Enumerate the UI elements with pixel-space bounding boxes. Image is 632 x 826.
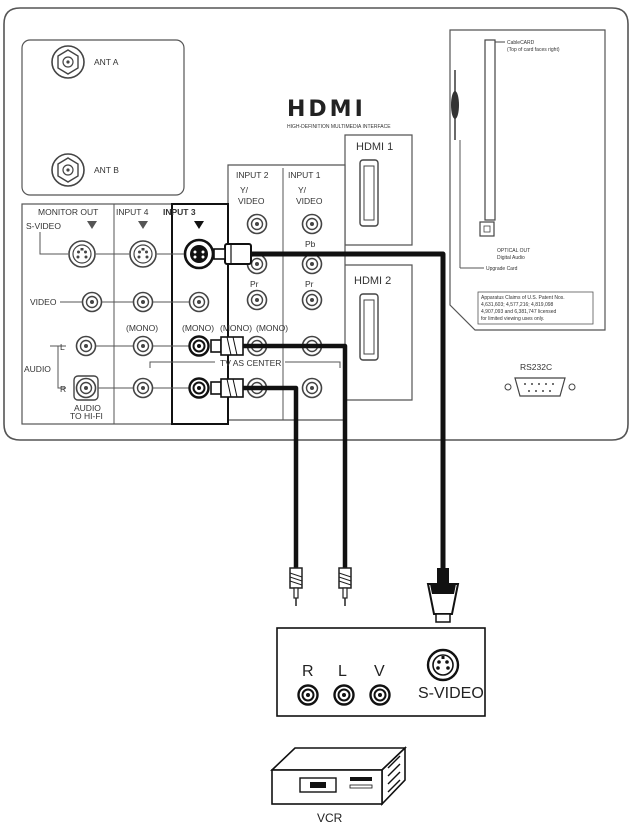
audio-l-cable	[210, 336, 348, 568]
audio-to-hifi-label-1: AUDIO	[74, 403, 101, 413]
vcr-device	[270, 746, 407, 806]
ant-a-connector	[51, 45, 85, 79]
arrows	[87, 221, 204, 229]
input-3-video-jack	[188, 291, 210, 313]
vcr-svideo-jack	[426, 648, 460, 682]
hdmi-2-label: HDMI 2	[354, 275, 391, 287]
svg-text:(MONO): (MONO)	[182, 323, 214, 333]
monitor-out-audio-l-jack	[75, 335, 97, 357]
audio-row-label: AUDIO	[24, 364, 51, 374]
upgrade-card-label: Upgrade Card	[486, 266, 518, 272]
svg-text:HDMI: HDMI	[287, 97, 366, 122]
ant-a-label: ANT A	[94, 57, 119, 67]
input-4-audio-r-jack	[132, 377, 154, 399]
cablecard-slot	[484, 39, 496, 221]
optical-out-sublabel: Digital Audio	[497, 255, 525, 261]
video-row-label: VIDEO	[30, 297, 57, 307]
cablecard-area	[449, 29, 606, 331]
svg-text:Pr: Pr	[305, 279, 314, 289]
hdmi-1-label: HDMI 1	[356, 141, 393, 153]
svg-text:Y/: Y/	[240, 185, 249, 195]
input-2-label: INPUT 2	[236, 170, 269, 180]
input-1-label: INPUT 1	[288, 170, 321, 180]
input-2-pr-jack	[246, 289, 268, 311]
ant-b-label: ANT B	[94, 165, 119, 175]
svg-text:for limited viewing uses only.: for limited viewing uses only.	[481, 316, 544, 322]
vcr-v-label: V	[374, 663, 385, 680]
tv-as-center-label: TV AS CENTER	[220, 358, 281, 368]
svg-text:HIGH-DEFINITION MULTIMEDIA INT: HIGH-DEFINITION MULTIMEDIA INTERFACE	[287, 124, 391, 130]
s-video-row-label: S-VIDEO	[26, 221, 61, 231]
svideo-cable	[213, 243, 460, 623]
cablecard-note: (Top of card faces right)	[507, 47, 560, 53]
input-4-label: INPUT 4	[116, 207, 149, 217]
optical-out-label: OPTICAL OUT	[497, 248, 530, 254]
vcr-label: VCR	[317, 811, 343, 825]
svg-text:(MONO): (MONO)	[126, 323, 158, 333]
svg-text:Pr: Pr	[250, 279, 259, 289]
input-3-audio-r-jack	[188, 377, 210, 399]
svg-text:Apparatus Claims of U.S. Paten: Apparatus Claims of U.S. Patent Nos.	[481, 295, 565, 301]
svg-text:L: L	[60, 342, 65, 352]
input-1-y-jack	[301, 213, 323, 235]
input-1-pr-jack	[301, 289, 323, 311]
rs232c-label: RS232C	[520, 362, 552, 372]
monitor-out-video-jack	[81, 291, 103, 313]
input-2-y-jack	[246, 213, 268, 235]
ant-b-connector	[51, 153, 85, 187]
vcr-l-jack	[333, 684, 355, 706]
hdmi-logo: HDMI HIGH-DEFINITION MULTIMEDIA INTERFAC…	[284, 96, 391, 130]
svg-text:4,631,603; 4,577,216; 4,819,09: 4,631,603; 4,577,216; 4,819,098	[481, 302, 554, 308]
monitor-out-label: MONITOR OUT	[38, 207, 98, 217]
svg-text:VIDEO: VIDEO	[238, 196, 265, 206]
input-4-svideo-jack	[129, 240, 157, 268]
input-3-highlight	[171, 203, 229, 425]
input-3-audio-l-jack	[188, 335, 210, 357]
input-4-video-jack	[132, 291, 154, 313]
vcr-l-label: L	[338, 663, 347, 680]
audio-to-hifi-label-2: TO HI-FI	[70, 411, 103, 421]
svg-text:VIDEO: VIDEO	[296, 196, 323, 206]
svg-text:Pb: Pb	[305, 239, 316, 249]
monitor-out-svideo-jack	[68, 240, 96, 268]
svg-text:R: R	[60, 384, 66, 394]
vcr-v-jack	[369, 684, 391, 706]
audio-r-plug	[289, 567, 303, 607]
audio-l-plug	[338, 567, 352, 607]
audio-to-hifi-jack	[73, 375, 99, 401]
upgrade-card-slot	[451, 70, 459, 140]
patent-notice	[477, 291, 594, 325]
svg-text:(MONO): (MONO)	[220, 323, 252, 333]
input-3-label: INPUT 3	[163, 207, 196, 217]
input-1-audio-r-jack	[301, 377, 323, 399]
cablecard-label: CableCARD	[507, 40, 535, 46]
input-1-pb-jack	[301, 253, 323, 275]
input-3-svideo-jack	[183, 238, 215, 270]
vcr-svideo-label: S-VIDEO	[418, 685, 484, 702]
vcr-r-label: R	[302, 663, 314, 680]
vcr-r-jack	[297, 684, 319, 706]
svg-text:Y/: Y/	[298, 185, 307, 195]
svg-text:4,907,093 and 6,381,747 licens: 4,907,093 and 6,381,747 licensed	[481, 309, 557, 315]
rs232c-port	[504, 377, 576, 397]
input-4-audio-l-jack	[132, 335, 154, 357]
svg-text:(MONO): (MONO)	[256, 323, 288, 333]
audio-r-cable	[210, 378, 299, 568]
